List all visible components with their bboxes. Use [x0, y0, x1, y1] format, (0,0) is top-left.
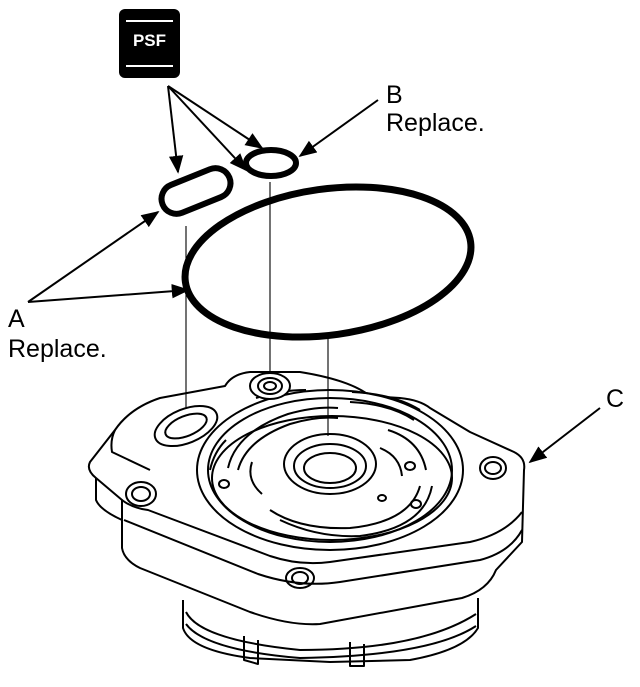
callout-b-note: Replace.: [386, 109, 485, 137]
callout-c-letter: C: [606, 385, 625, 413]
callout-a-letter: A: [8, 305, 25, 333]
callout-b-letter: B: [386, 81, 403, 109]
o-ring-large: [181, 183, 475, 341]
psf-fluid-badge: PSF: [119, 9, 180, 78]
o-ring-oval: [158, 165, 234, 217]
callout-a-note: Replace.: [8, 335, 107, 363]
alignment-lines: [185, 182, 329, 436]
leader-arrows: [27, 85, 601, 464]
badge-text: PSF: [132, 31, 167, 50]
badge-frame: [126, 20, 173, 67]
o-ring-small: [243, 147, 299, 179]
pump-housing: [87, 371, 526, 667]
